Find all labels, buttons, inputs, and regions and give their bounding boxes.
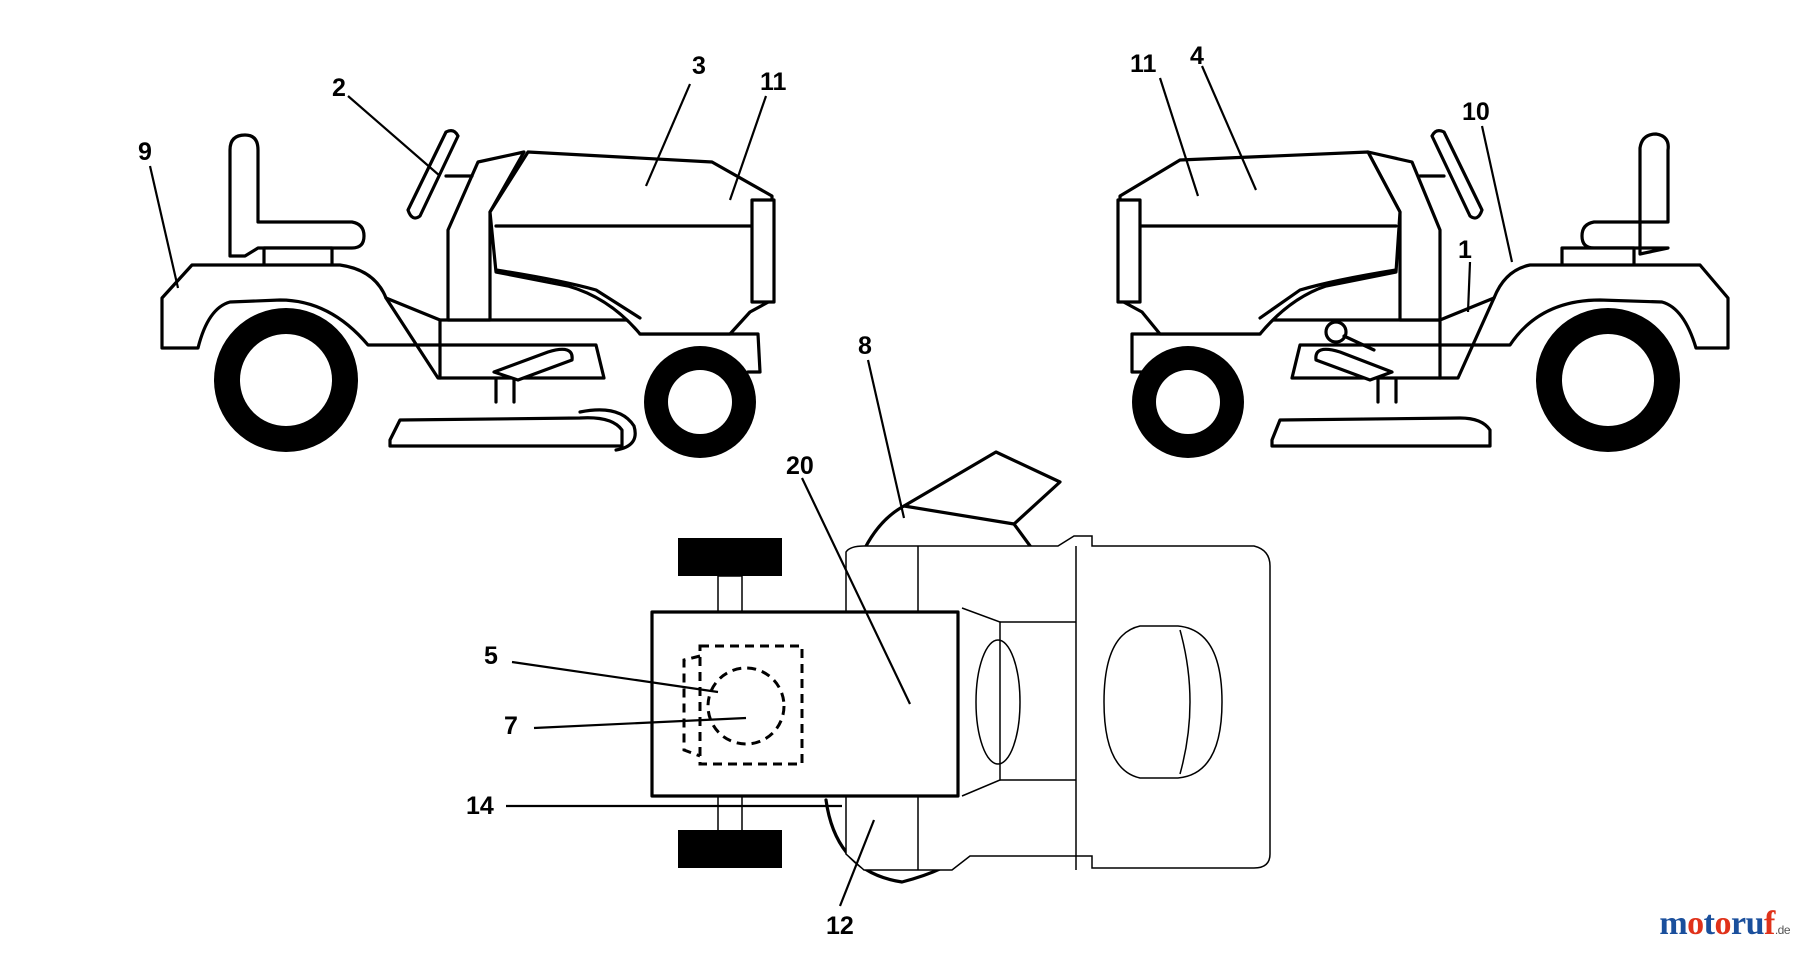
callout-5: 5 [484, 642, 498, 670]
tractor-right-view [1116, 129, 1730, 458]
watermark-letter: o [1714, 905, 1731, 942]
callout-12: 12 [826, 912, 854, 940]
watermark-letter: m [1659, 905, 1688, 942]
leader-lines [148, 65, 1514, 907]
watermark-letter: o [1687, 905, 1704, 942]
callout-20: 20 [786, 452, 814, 480]
motoruf-watermark-logo: motoruf.de [1659, 905, 1790, 943]
callout-8: 8 [858, 332, 872, 360]
callout-10: 10 [1462, 98, 1490, 126]
callout-labels: 9 2 3 11 11 4 10 1 8 20 5 7 14 12 [138, 42, 1490, 940]
watermark-letter: u [1745, 905, 1765, 942]
watermark-letter: r [1730, 905, 1746, 942]
tractor-top-view [650, 450, 1271, 884]
watermark-letter: f [1763, 905, 1775, 942]
callout-11-left: 11 [760, 68, 787, 96]
callout-1: 1 [1458, 236, 1472, 264]
callout-11-right: 11 [1130, 50, 1157, 78]
watermark-letter: t [1703, 905, 1715, 942]
callout-7: 7 [504, 712, 518, 740]
tractor-left-view [160, 129, 776, 458]
callout-9: 9 [138, 138, 152, 166]
callout-2: 2 [332, 74, 346, 102]
callout-3: 3 [692, 52, 706, 80]
callout-14: 14 [466, 792, 494, 820]
callout-4: 4 [1190, 42, 1204, 70]
watermark-suffix: .de [1774, 923, 1791, 937]
